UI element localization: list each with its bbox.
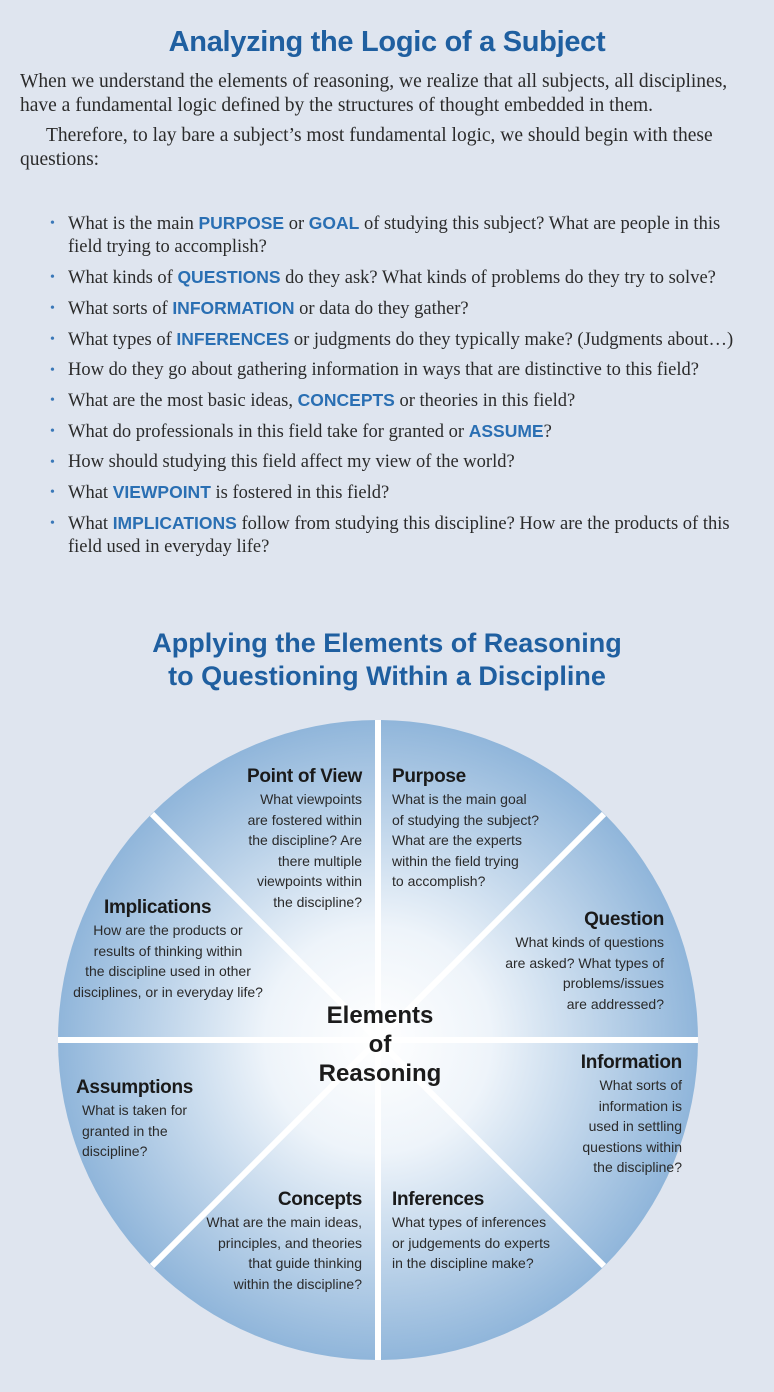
segment-heading: Inferences: [392, 1189, 485, 1210]
wheel-title-line-2: to Questioning Within a Discipline: [168, 661, 606, 691]
segment-description: What is taken for granted in the discipl…: [82, 1102, 188, 1159]
divider-diagonal-2: [149, 811, 607, 1269]
keyword: INFORMATION: [172, 298, 295, 318]
keyword: CONCEPTS: [297, 390, 395, 410]
segment-assumptions: Assumptions What is taken for granted in…: [76, 1076, 236, 1162]
segment-description: What types of inferences or judgements d…: [392, 1214, 550, 1271]
list-item: What do professionals in this field take…: [50, 420, 750, 444]
list-item: How do they go about gathering informati…: [50, 359, 750, 382]
list-item: What are the most basic ideas, CONCEPTS …: [50, 389, 750, 413]
segment-point-of-view: Point of View What viewpoints are foster…: [188, 765, 362, 912]
segment-concepts: Concepts What are the main ideas, princi…: [180, 1188, 362, 1294]
list-item: What VIEWPOINT is fostered in this field…: [50, 481, 750, 505]
wheel-dividers: [58, 720, 698, 1360]
segment-heading: Concepts: [277, 1189, 362, 1210]
segment-heading: Purpose: [392, 766, 466, 787]
segment-heading: Assumptions: [76, 1077, 194, 1098]
segment-heading: Point of View: [246, 766, 362, 787]
keyword: ASSUME: [468, 421, 544, 441]
wheel-title: Applying the Elements of Reasoning to Qu…: [0, 627, 774, 693]
segment-purpose: Purpose What is the main goal of studyin…: [392, 765, 582, 892]
segment-description: What viewpoints are fostered within the …: [247, 791, 362, 910]
segment-description: What are the main ideas, principles, and…: [206, 1214, 362, 1292]
intro-text: When we understand the elements of reaso…: [20, 70, 750, 172]
keyword: INFERENCES: [176, 329, 290, 349]
wheel-title-line-1: Applying the Elements of Reasoning: [152, 628, 622, 658]
keyword: IMPLICATIONS: [112, 513, 237, 533]
keyword: PURPOSE: [198, 213, 285, 233]
keyword: GOAL: [308, 213, 360, 233]
keyword: QUESTIONS: [177, 267, 281, 287]
intro-paragraph-2: Therefore, to lay bare a subject’s most …: [20, 125, 713, 170]
segment-implications: Implications How are the products or res…: [68, 896, 268, 1002]
intro-paragraph-1: When we understand the elements of reaso…: [20, 71, 728, 116]
page-title: Analyzing the Logic of a Subject: [168, 26, 606, 58]
keyword: VIEWPOINT: [112, 482, 211, 502]
segment-description: What sorts of information is used in set…: [582, 1077, 682, 1175]
segment-description: What kinds of questions are asked? What …: [505, 934, 664, 1012]
list-item: What sorts of INFORMATION or data do the…: [50, 297, 750, 321]
segment-heading: Information: [580, 1052, 683, 1073]
wheel-center-label: Elements of Reasoning: [318, 1002, 442, 1087]
list-item: What IMPLICATIONS follow from studying t…: [50, 512, 750, 559]
list-item: How should studying this field affect my…: [50, 451, 750, 474]
segment-information: Information What sorts of information is…: [520, 1051, 683, 1178]
segment-description: What is the main goal of studying the su…: [392, 791, 540, 889]
list-item: What is the main PURPOSE or GOAL of stud…: [50, 212, 750, 259]
list-item: What types of INFERENCES or judgments do…: [50, 328, 750, 352]
segment-heading: Question: [584, 909, 664, 930]
segment-description: How are the products or results of think…: [73, 922, 263, 1000]
list-item: What kinds of QUESTIONS do they ask? Wha…: [50, 266, 750, 290]
segment-inferences: Inferences What types of inferences or j…: [392, 1188, 582, 1274]
question-list: What is the main PURPOSE or GOAL of stud…: [50, 212, 750, 566]
segment-heading: Implications: [104, 897, 212, 918]
segment-question: Question What kinds of questions are ask…: [486, 908, 664, 1014]
